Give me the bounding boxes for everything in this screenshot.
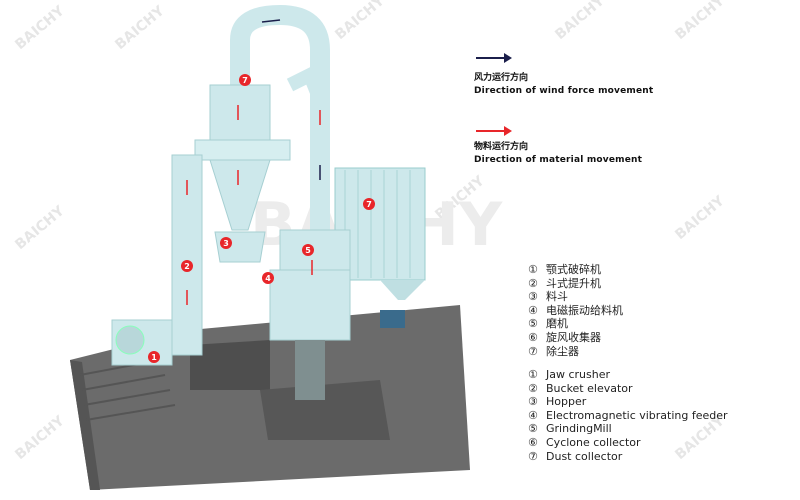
marker-3: 3: [220, 237, 232, 249]
svg-text:BAICHY: BAICHY: [12, 2, 68, 53]
svg-text:BAICHY: BAICHY: [672, 192, 728, 243]
grinding-mill: [269, 229, 351, 400]
svg-text:BAICHY: BAICHY: [12, 202, 68, 253]
svg-text:1: 1: [151, 353, 157, 362]
marker-6: 7: [239, 74, 251, 86]
blower: [380, 310, 405, 328]
svg-text:2: 2: [184, 262, 190, 271]
marker-7: 7: [363, 198, 375, 210]
material-arrow-icon: [476, 126, 512, 136]
svg-text:7: 7: [242, 76, 248, 85]
svg-text:BAICHY: BAICHY: [332, 0, 388, 43]
svg-text:BAICHY: BAICHY: [552, 0, 608, 43]
svg-text:7: 7: [366, 200, 372, 209]
material-label-zh: 物料运行方向: [474, 142, 529, 152]
svg-text:BAICHY: BAICHY: [112, 2, 168, 53]
air-duct: [230, 4, 330, 240]
marker-1: 1: [148, 351, 160, 363]
marker-4: 4: [262, 272, 274, 284]
svg-text:BAICHY: BAICHY: [12, 412, 68, 463]
svg-text:BAICHY: BAICHY: [672, 0, 728, 43]
material-arrows: [186, 105, 321, 305]
marker-2: 2: [181, 260, 193, 272]
wind-arrows: [261, 19, 321, 180]
wind-arrow-icon: [476, 53, 512, 63]
wind-label-en: Direction of wind force movement: [474, 86, 654, 96]
material-label-en: Direction of material movement: [474, 155, 643, 165]
svg-text:4: 4: [265, 274, 271, 283]
svg-text:3: 3: [223, 239, 229, 248]
marker-5: 5: [302, 244, 314, 256]
cyclone-collector: [194, 84, 291, 231]
jaw-crusher: [111, 319, 173, 366]
svg-text:5: 5: [305, 246, 311, 255]
wind-label-zh: 风力运行方向: [474, 73, 529, 83]
